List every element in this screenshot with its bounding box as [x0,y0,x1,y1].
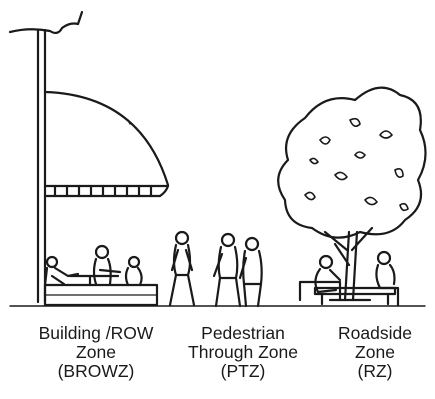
zone-rz-line1: Roadside [338,323,412,343]
zone-label-ptz: Pedestrian Through Zone (PTZ) [168,324,318,381]
zone-ptz-line3: (PTZ) [220,361,266,381]
zone-rz-line2: Zone [355,342,395,362]
pedestrians [168,230,263,308]
zone-ptz-line1: Pedestrian [201,323,285,343]
building-facade [8,10,84,304]
zone-browz-line2: Zone [76,342,116,362]
cafe-seating [43,244,159,307]
zone-ptz-line2: Through Zone [188,342,298,362]
streetscape-illustration [8,10,427,308]
zone-rz-line3: (RZ) [357,361,393,381]
zone-browz-line1: Building /ROW [38,323,154,343]
zone-browz-line3: (BROWZ) [57,361,135,381]
zone-label-rz: Roadside Zone (RZ) [330,324,420,381]
awning [43,90,170,198]
street-tree [277,86,427,302]
roadside-bench [298,250,400,307]
zone-label-browz: Building /ROW Zone (BROWZ) [15,324,177,381]
